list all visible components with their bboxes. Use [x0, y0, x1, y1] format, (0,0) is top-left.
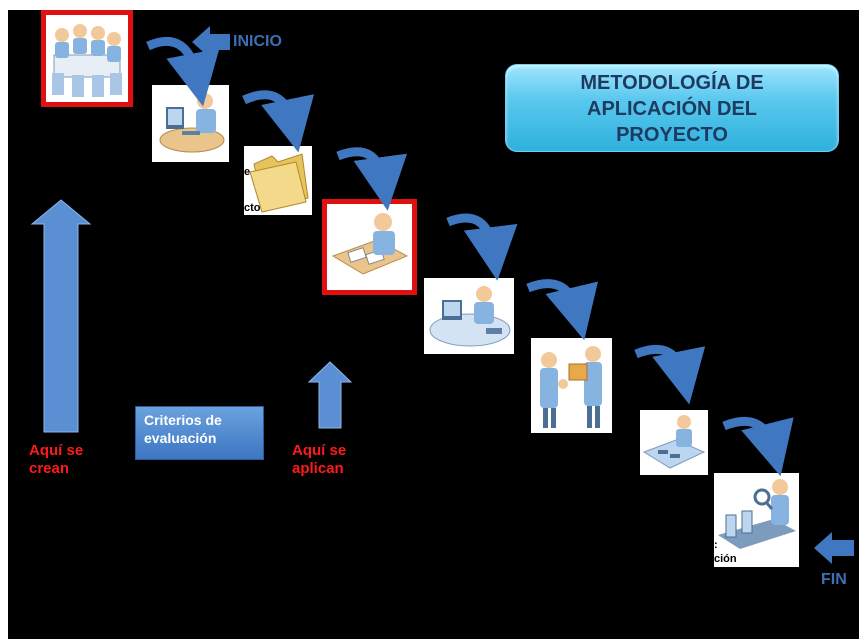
package-delivery-icon	[540, 346, 602, 428]
created-here-line-2: crean	[29, 460, 70, 477]
folder-cut-label-top: e	[244, 166, 251, 178]
curved-arrow-4	[446, 213, 518, 281]
step-7-desk-planning	[640, 410, 708, 475]
diagram-canvas: e cto	[8, 10, 859, 639]
created-here-label: Aquí se crean	[29, 442, 83, 478]
folder-cut-label-bottom: cto	[244, 202, 261, 214]
criteria-box: Criterios de evaluación	[135, 406, 264, 460]
inicio-label: INICIO	[233, 33, 282, 50]
up-arrow-middle	[307, 361, 353, 429]
title-line-3: PROYECTO	[616, 124, 728, 146]
criteria-line-2: evaluación	[144, 430, 217, 446]
curved-arrow-3	[336, 147, 408, 211]
step-3-folder: e cto	[244, 146, 312, 215]
workstation-icon	[429, 286, 511, 347]
step-5-workstation	[424, 278, 514, 354]
applied-here-line-2: aplican	[292, 460, 344, 477]
criteria-line-1: Criterios de	[144, 412, 222, 428]
curved-arrow-1	[146, 37, 220, 107]
desk-writing-icon	[331, 213, 409, 275]
step-1-meeting	[41, 10, 133, 107]
curved-arrow-5	[526, 279, 598, 341]
folder-icon	[249, 153, 309, 213]
step-arrows	[30, 26, 854, 564]
title-box: METODOLOGÍA DE APLICACIÓN DEL PROYECTO	[505, 64, 839, 152]
curved-arrow-7	[722, 417, 794, 477]
step-6-package-delivery	[531, 338, 612, 433]
final-cut-label-bottom: ción	[714, 553, 737, 565]
step-8-inspection: : ción	[714, 473, 799, 567]
curved-arrow-6	[634, 345, 706, 405]
inicio-arrow	[192, 26, 230, 58]
curved-arrow-2	[242, 90, 315, 153]
applied-here-line-1: Aquí se	[292, 442, 347, 459]
fin-label: FIN	[821, 571, 847, 588]
meeting-icon	[52, 24, 122, 97]
criteria-text: Criterios de evaluación	[136, 407, 263, 451]
created-here-line-1: Aquí se	[29, 442, 84, 459]
up-arrow-left	[30, 199, 92, 433]
applied-here-label: Aquí se aplican	[292, 442, 346, 478]
fin-arrow	[814, 532, 854, 564]
inspection-icon	[718, 479, 796, 549]
final-cut-label-top: :	[714, 539, 718, 551]
title-line-1: METODOLOGÍA DE	[580, 72, 764, 94]
title-line-2: APLICACIÓN DEL	[587, 98, 757, 120]
desk-planning-icon	[642, 415, 706, 469]
